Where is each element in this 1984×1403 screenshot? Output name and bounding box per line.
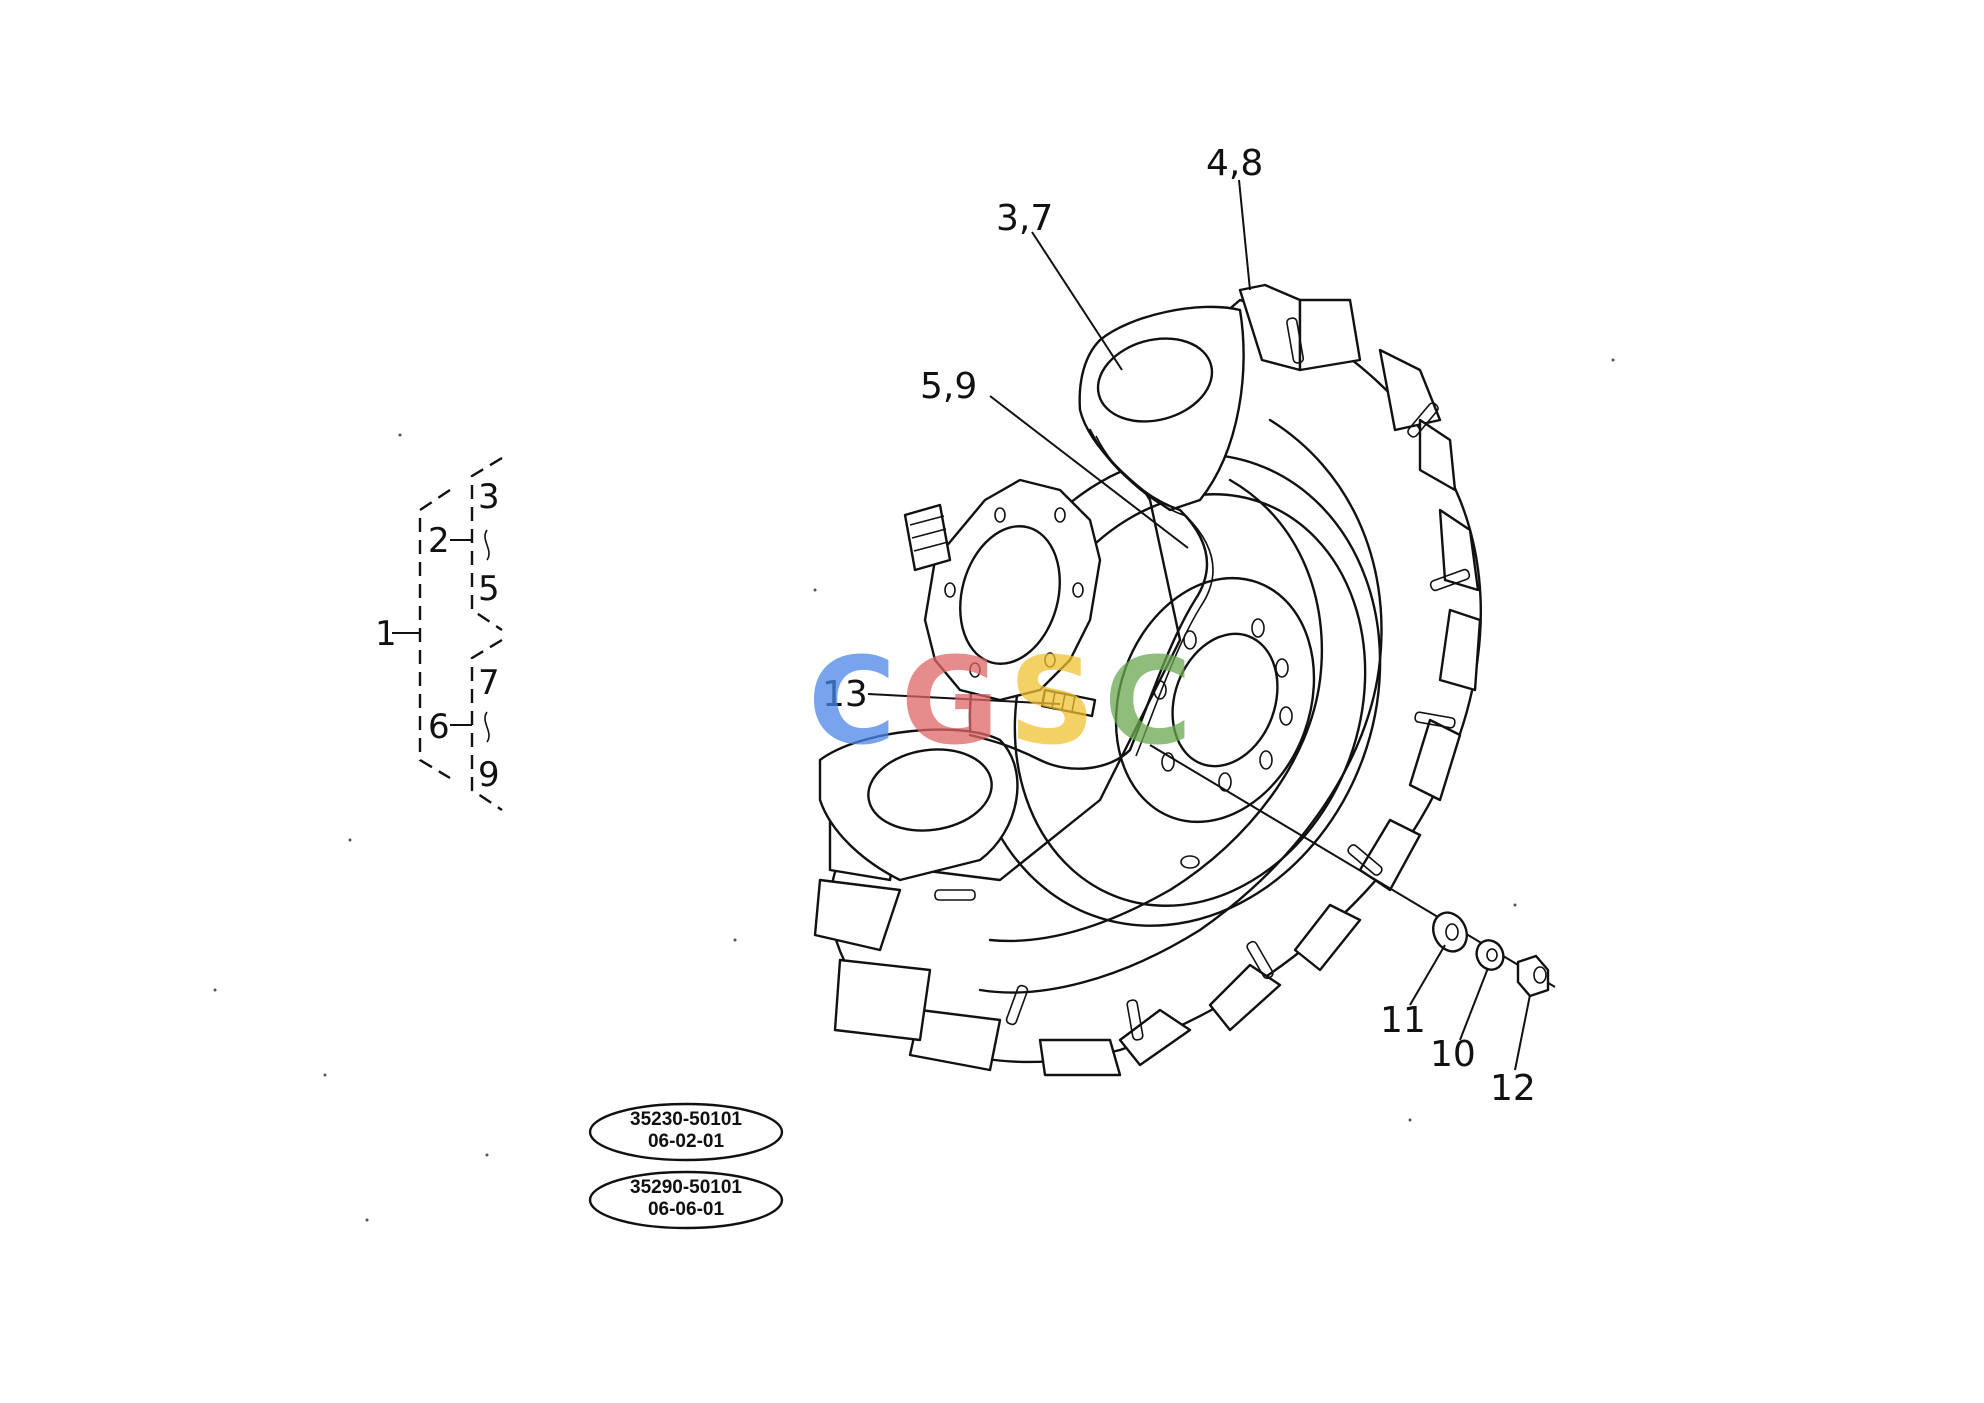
rim-bolt-holes [1153, 618, 1293, 792]
leader-lines [867, 179, 1531, 1071]
reference-page-1: 06-02-01 [648, 1131, 724, 1152]
hub-bore [1171, 632, 1279, 768]
reference-code-2: 35290-50101 [630, 1177, 742, 1198]
callout-5-9: 5,9 [920, 366, 977, 407]
reference-code-1: 35230-50101 [630, 1109, 742, 1130]
callout-4-8: 4,8 [1206, 143, 1263, 184]
bracket-label-5: 5 [478, 569, 500, 609]
callout-12: 12 [1490, 1068, 1536, 1109]
watermark-letter-1: C [808, 633, 896, 772]
reference-oval-2[interactable]: 35290-50101 06-06-01 [588, 1170, 784, 1230]
washer-11 [1432, 911, 1468, 953]
tyre-cutaway-lower [818, 728, 1019, 882]
lock-washer-10 [1475, 939, 1505, 971]
reference-page-2: 06-06-01 [648, 1199, 724, 1220]
bracket-1 [418, 489, 451, 780]
cutaway-lower-ring [867, 748, 993, 832]
bracket-label-9: 9 [478, 755, 500, 795]
assembly-bracket-tree: 1 2 3 5 6 7 9 [375, 456, 503, 811]
callout-13: 13 [822, 674, 868, 715]
rim-disc [1114, 576, 1316, 824]
range-mark-7-9 [484, 711, 490, 743]
watermark-letter-2: G [901, 633, 1000, 772]
tyre-sidewall-2 [988, 478, 1324, 943]
tyre-sidewall [978, 418, 1383, 994]
inner-tube-line [968, 428, 1209, 770]
bracket-label-2: 2 [428, 521, 450, 561]
wheel-assembly [813, 283, 1482, 1077]
tread-lugs [813, 283, 1482, 1077]
tyre-cutaway-upper [1078, 305, 1245, 512]
bracket-label-7: 7 [478, 663, 500, 703]
valve-stem [1180, 855, 1200, 869]
stud-bolt [1040, 688, 1097, 718]
callout-3-7: 3,7 [996, 198, 1053, 239]
callouts: 4,8 3,7 5,9 13 11 10 12 [822, 143, 1536, 1109]
callout-11: 11 [1380, 1000, 1426, 1041]
reference-oval-1[interactable]: 35230-50101 06-02-01 [588, 1102, 784, 1162]
watermark-letter-3: S [1009, 633, 1095, 772]
watermark-letter-4: C [1104, 633, 1192, 772]
inner-tube-line-2 [1095, 435, 1214, 757]
bracket-label-6: 6 [428, 707, 450, 747]
cutaway-upper-ring [1096, 337, 1214, 423]
nut-12 [1516, 954, 1550, 998]
scan-specks [213, 358, 1615, 1222]
range-mark-3-5 [484, 529, 490, 561]
bracket-label-3: 3 [478, 477, 500, 517]
callout-10: 10 [1430, 1034, 1476, 1075]
hardware-set [1149, 744, 1556, 998]
lug-slots [934, 317, 1471, 1041]
bracket-2 [470, 456, 503, 631]
hub-flange [903, 478, 1102, 702]
bracket-label-1: 1 [375, 614, 397, 654]
